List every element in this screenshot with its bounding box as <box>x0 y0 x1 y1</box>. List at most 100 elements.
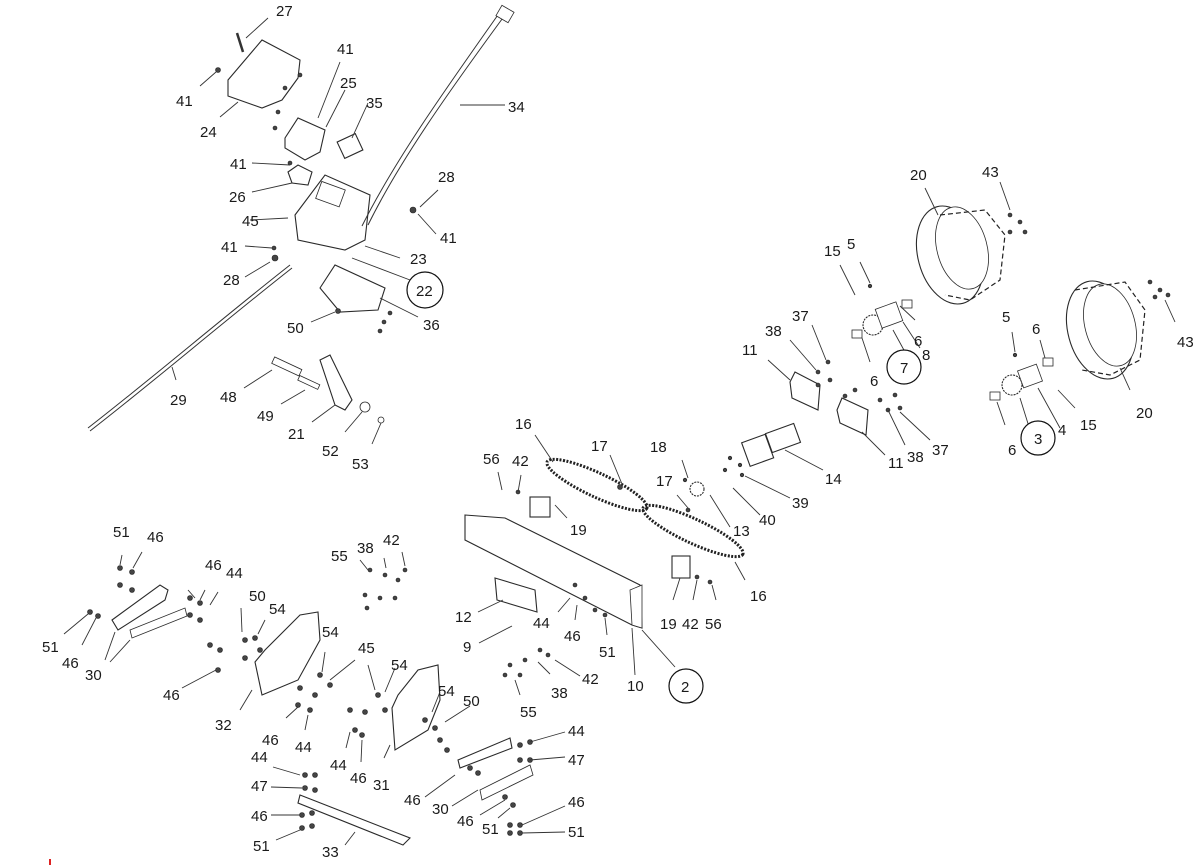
callout-11: 11 <box>742 342 758 359</box>
callout-17: 17 <box>591 438 608 455</box>
callout-19: 19 <box>570 522 587 539</box>
callout-41: 41 <box>440 230 457 247</box>
callout-54: 54 <box>322 624 339 641</box>
callout-37: 37 <box>792 308 809 325</box>
callout-39: 39 <box>792 495 809 512</box>
callout-29: 29 <box>170 392 187 409</box>
callout-circles <box>406 271 1056 704</box>
callout-38: 38 <box>765 323 782 340</box>
callout-51: 51 <box>113 524 130 541</box>
part-motor-14 <box>740 422 802 468</box>
callout-9: 9 <box>463 639 471 656</box>
part-bushing-52 <box>359 401 371 413</box>
callout-52: 52 <box>322 443 339 460</box>
callout-42: 42 <box>512 453 529 470</box>
callout-6: 6 <box>1008 442 1016 459</box>
callout-35: 35 <box>366 95 383 112</box>
callout-23: 23 <box>410 251 427 268</box>
callout-labels: 27 41 24 41 25 35 34 41 26 28 41 45 41 2… <box>42 3 1194 861</box>
callout-41: 41 <box>176 93 193 110</box>
callout-44: 44 <box>533 615 550 632</box>
callout-43: 43 <box>982 164 999 181</box>
callout-20: 20 <box>910 167 927 184</box>
callout-44: 44 <box>251 749 268 766</box>
callout-13: 13 <box>733 523 750 540</box>
callout-30: 30 <box>85 667 102 684</box>
part-cable-34 <box>367 14 506 226</box>
callout-21: 21 <box>288 426 305 443</box>
part-hub-3 <box>989 357 1054 401</box>
part-drawings <box>87 4 1146 846</box>
part-bearing-19a <box>529 496 551 518</box>
part-switch-25 <box>284 117 326 161</box>
callout-30: 30 <box>432 801 449 818</box>
callout-20: 20 <box>1136 405 1153 422</box>
callout-54: 54 <box>269 601 286 618</box>
callout-53: 53 <box>352 456 369 473</box>
part-wheel-20-upper <box>915 205 1006 305</box>
callout-46: 46 <box>205 557 222 574</box>
callout-46: 46 <box>262 732 279 749</box>
part-cover-24 <box>227 39 301 109</box>
part-bearing-19b <box>671 555 691 579</box>
callout-46: 46 <box>568 794 585 811</box>
callout-6: 6 <box>870 373 878 390</box>
part-bracket-32 <box>254 611 321 696</box>
callout-55: 55 <box>331 548 348 565</box>
callout-18: 18 <box>650 439 667 456</box>
callout-44: 44 <box>295 739 312 756</box>
callout-26: 26 <box>229 189 246 206</box>
part-chain-16a <box>545 457 649 513</box>
callout-43: 43 <box>1177 334 1194 351</box>
callout-51: 51 <box>568 824 585 841</box>
callout-7: 7 <box>900 360 908 377</box>
part-arm-30a <box>111 584 169 631</box>
callout-6: 6 <box>1032 321 1040 338</box>
callout-45: 45 <box>358 640 375 657</box>
callout-5: 5 <box>1002 309 1010 326</box>
part-plate-36 <box>319 264 386 313</box>
callout-51: 51 <box>599 644 616 661</box>
part-pin-27 <box>235 32 245 53</box>
callout-46: 46 <box>350 770 367 787</box>
part-cable-29 <box>87 264 291 429</box>
callout-46: 46 <box>404 792 421 809</box>
callout-16: 16 <box>515 416 532 433</box>
callout-34: 34 <box>508 99 525 116</box>
part-plate-12 <box>494 577 538 613</box>
callout-40: 40 <box>759 512 776 529</box>
part-frame-10 <box>464 514 643 629</box>
callout-44: 44 <box>568 723 585 740</box>
callout-5: 5 <box>847 236 855 253</box>
callout-10: 10 <box>627 678 644 695</box>
callout-6: 6 <box>914 333 922 350</box>
part-plate-11a <box>789 371 821 411</box>
callout-55: 55 <box>520 704 537 721</box>
part-lever-21 <box>319 354 353 411</box>
callout-11: 11 <box>888 455 904 472</box>
callout-24: 24 <box>200 124 217 141</box>
callout-38: 38 <box>357 540 374 557</box>
callout-41: 41 <box>337 41 354 58</box>
callout-54: 54 <box>391 657 408 674</box>
callout-56: 56 <box>483 451 500 468</box>
callout-14: 14 <box>825 471 842 488</box>
callout-circle-3 <box>1020 420 1056 456</box>
callout-27: 27 <box>276 3 293 20</box>
callout-49: 49 <box>257 408 274 425</box>
callout-circle-22 <box>406 271 444 309</box>
part-control-35 <box>336 132 364 160</box>
callout-16: 16 <box>750 588 767 605</box>
callout-50: 50 <box>287 320 304 337</box>
callout-42: 42 <box>383 532 400 549</box>
callout-19: 19 <box>660 616 677 633</box>
callout-22: 22 <box>416 283 433 300</box>
callout-51: 51 <box>482 821 499 838</box>
callout-51: 51 <box>42 639 59 656</box>
callout-46: 46 <box>62 655 79 672</box>
callout-28: 28 <box>223 272 240 289</box>
callout-8: 8 <box>922 347 930 364</box>
callout-46: 46 <box>564 628 581 645</box>
callout-15: 15 <box>1080 417 1097 434</box>
callout-circle-7 <box>886 349 922 385</box>
